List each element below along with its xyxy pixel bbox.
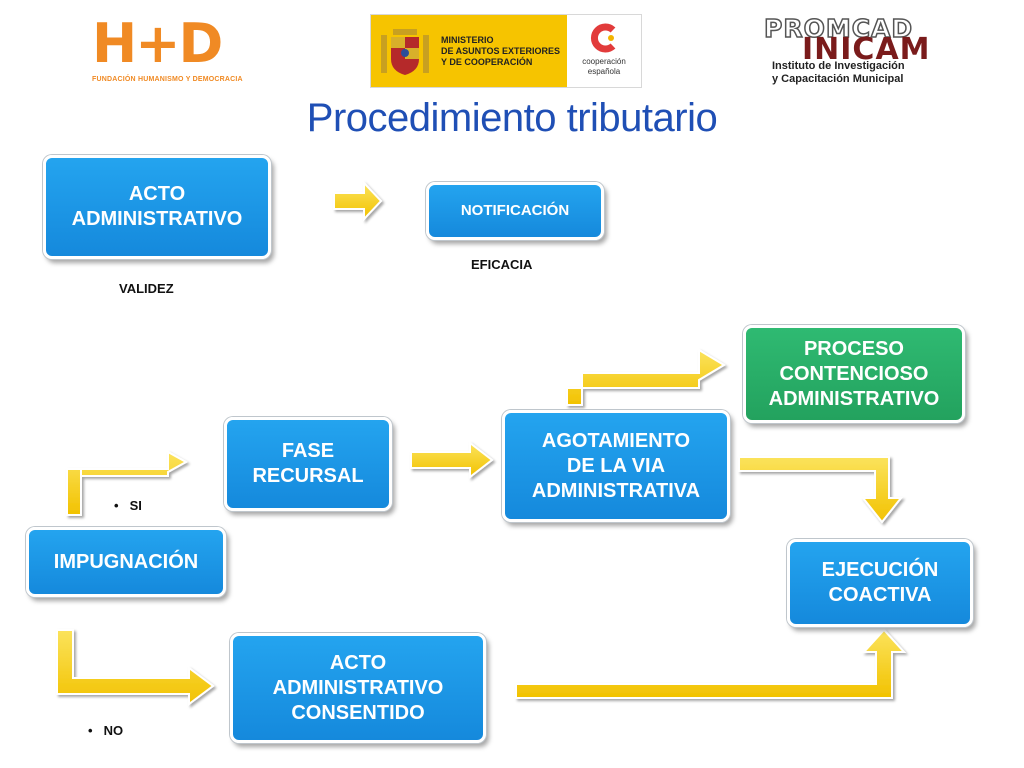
logo-ministerio: MINISTERIO DE ASUNTOS EXTERIORES Y DE CO… [370,14,642,88]
logo-ministerio-band: MINISTERIO DE ASUNTOS EXTERIORES Y DE CO… [371,15,567,87]
node-acto-administrativo: ACTO ADMINISTRATIVO [43,155,271,259]
node-fase-recursal: FASE RECURSAL [224,417,392,511]
inicam-line: Instituto de Investigación [772,60,905,72]
coat-of-arms-icon [381,29,429,75]
ministerio-line: Y DE COOPERACIÓN [441,57,533,67]
node-label: EJECUCIÓN COACTIVA [821,559,939,606]
node-proceso-contencioso: PROCESO CONTENCIOSO ADMINISTRATIVO [743,325,965,423]
arrow-impugnacion-to-fase [66,450,189,516]
cooperacion-line: cooperación [582,57,626,66]
node-ejecucion-coactiva: EJECUCIÓN COACTIVA [787,539,973,627]
node-label: IMPUGNACIÓN [53,550,199,573]
label-no: NO [88,723,124,738]
node-label: PROCESO CONTENCIOSO ADMINISTRATIVO [768,337,940,410]
logo-inicam-subtitle: Instituto de Investigación y Capacitació… [772,60,905,86]
label-eficacia: EFICACIA [471,257,533,272]
node-label: ACTO ADMINISTRATIVO CONSENTIDO [272,651,444,724]
node-label: NOTIFICACIÓN [460,201,570,219]
logo-hd: H+D FUNDACIÓN HUMANISMO Y DEMOCRACIA [88,14,248,90]
logo-cooperacion: cooperación española [567,15,641,87]
inicam-line: y Capacitación Municipal [772,73,904,85]
node-label: FASE RECURSAL [252,440,364,487]
arrow-agotamiento-to-ejecucion [738,456,904,524]
node-agotamiento-via: AGOTAMIENTO DE LA VIA ADMINISTRATIVA [502,410,730,522]
arrow-impugnacion-to-consentido [56,629,215,706]
node-notificacion: NOTIFICACIÓN [426,182,604,240]
logo-ministerio-text: MINISTERIO DE ASUNTOS EXTERIORES Y DE CO… [441,35,560,68]
cooperacion-line: española [587,67,621,76]
logo-promcad-text: PROMCAD [763,13,914,44]
node-label: AGOTAMIENTO DE LA VIA ADMINISTRATIVA [531,429,701,502]
ministerio-line: MINISTERIO [441,35,494,45]
node-acto-consentido: ACTO ADMINISTRATIVO CONSENTIDO [230,633,486,743]
logo-hd-letters: H+D [92,12,223,75]
ministerio-line: DE ASUNTOS EXTERIORES [441,46,561,56]
node-impugnacion: IMPUGNACIÓN [26,527,226,597]
cooperacion-icon [591,23,616,53]
node-label: ACTO ADMINISTRATIVO [71,183,243,230]
label-validez: VALIDEZ [119,281,174,296]
label-si: SI [114,498,142,513]
arrow-consentido-to-ejecucion [515,628,907,699]
arrow-acto-to-notificacion [333,180,383,222]
arrow-fase-to-agotamiento [410,440,494,480]
page-title: Procedimiento tributario [306,96,718,140]
logo-hd-tagline: FUNDACIÓN HUMANISMO Y DEMOCRACIA [92,76,243,83]
logo-promcad-inicam: PROMCAD INICAM Instituto de Investigació… [762,13,962,90]
arrow-agotamiento-to-proceso [566,348,726,406]
logo-inicam-text: INICAM [802,32,931,67]
